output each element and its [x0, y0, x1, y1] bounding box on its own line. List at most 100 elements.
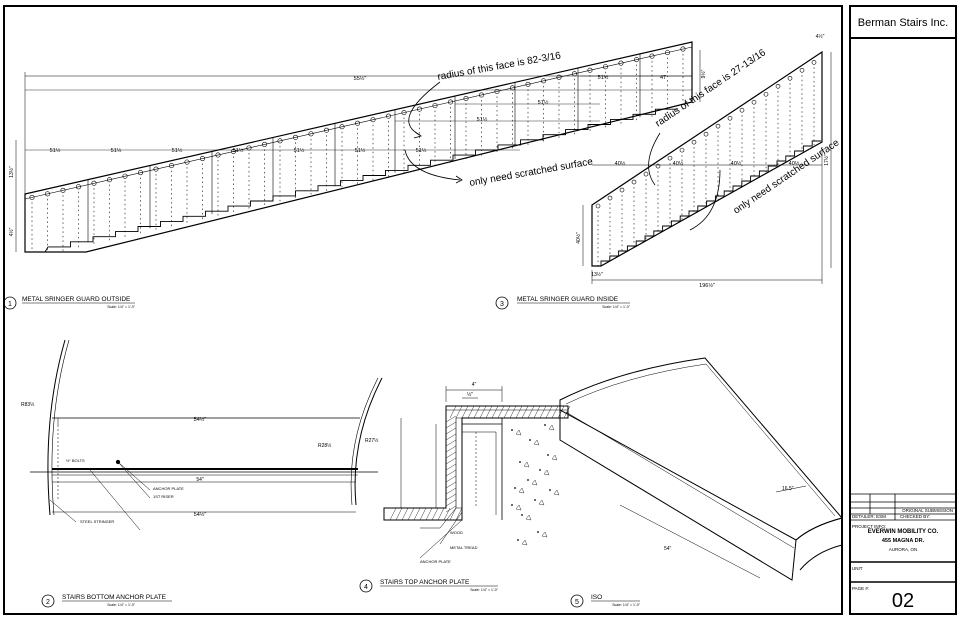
- view-4-top-anchor: [383, 386, 569, 559]
- guard-hole-inside: [751, 99, 757, 105]
- title-block-frame: [849, 5, 957, 615]
- plate-hatch: [395, 507, 403, 521]
- concrete-aggregate: [549, 489, 551, 491]
- concrete-aggregate: [511, 429, 513, 431]
- guard-hole-inside: [787, 75, 793, 81]
- guard-hole-inside: [739, 107, 745, 113]
- guard-hole-inside: [703, 131, 709, 137]
- guard-hole-inside: [763, 91, 769, 97]
- project-city: AURORA, ON: [889, 547, 918, 552]
- guard-hole-outside: [401, 110, 407, 116]
- anchor-top-wood: WOOD: [450, 530, 463, 535]
- wood-hatch: [445, 421, 457, 429]
- guard-hole-outside: [525, 81, 531, 87]
- project-address: 455 MAGNA DR.: [882, 538, 925, 544]
- concrete-aggregate: [553, 489, 560, 496]
- note-radius-outside: radius of this face is 82-3/16: [437, 50, 563, 83]
- concrete-aggregate: [539, 469, 541, 471]
- guard-hole-outside: [277, 138, 283, 144]
- wood-hatch: [445, 481, 457, 489]
- concrete-aggregate: [511, 504, 513, 506]
- anchor-top-w-inner: ½": [467, 391, 473, 398]
- concrete-aggregate: [534, 499, 536, 501]
- concrete-aggregate: [519, 461, 521, 463]
- anchor-top-anchor-plate: ANCHOR PLATE: [420, 559, 451, 564]
- tread-hatch: [503, 405, 511, 419]
- tread-hatch: [527, 405, 535, 419]
- guard-hole-outside: [463, 96, 469, 102]
- dim-inside-d3: 40½: [731, 160, 742, 167]
- view-title-5: 5 ISO Scale: 1/4" = 1'-0": [570, 594, 641, 608]
- dim-outside-row4: 51½: [233, 147, 244, 154]
- concrete-aggregate: [521, 514, 523, 516]
- guard-hole-outside: [447, 99, 453, 105]
- svg-text:4: 4: [364, 584, 368, 591]
- guard-hole-outside: [649, 53, 655, 59]
- tread-hatch: [491, 405, 499, 419]
- guard-hole-outside: [153, 166, 159, 172]
- wood-hatch: [445, 439, 457, 447]
- plate-hatch: [389, 507, 397, 521]
- checked-by: CHECKED BY:: [900, 514, 930, 519]
- dim-outside-right-h: 9½": [700, 69, 707, 78]
- svg-text:Scale: 1/4" = 1'-0": Scale: 1/4" = 1'-0": [470, 588, 499, 592]
- plate-hatch: [431, 507, 439, 521]
- guard-hole-outside: [556, 74, 562, 80]
- dim-outside-left-h2: 4½": [8, 227, 15, 236]
- dim-inside-left-h: 40½": [575, 232, 582, 244]
- tread-hatch: [545, 405, 553, 419]
- dim-outside-row6: 51½: [355, 147, 366, 154]
- view-title-1: 1 METAL SRINGER GUARD OUTSIDE Scale: 1/4…: [3, 296, 136, 310]
- wood-hatch: [445, 487, 457, 495]
- svg-text:2: 2: [46, 599, 50, 606]
- svg-text:1: 1: [8, 301, 12, 308]
- guard-hole-outside: [215, 152, 221, 158]
- dim-inside-d2: 40½: [673, 160, 684, 167]
- concrete-aggregate: [544, 424, 546, 426]
- guard-hole-outside: [292, 134, 298, 140]
- plate-hatch: [437, 507, 445, 521]
- guard-hole-inside: [691, 139, 697, 145]
- wood-hatch: [445, 451, 457, 459]
- guard-hole-outside: [618, 60, 624, 66]
- svg-text:METAL SRINGER GUARD OUTSIDE: METAL SRINGER GUARD OUTSIDE: [22, 296, 131, 303]
- guard-hole-outside: [44, 191, 50, 197]
- page-number: 02: [892, 590, 914, 612]
- tread-hatch: [509, 405, 517, 419]
- plate-hatch: [425, 507, 433, 521]
- guard-hole-outside: [169, 163, 175, 169]
- guard-hole-outside: [385, 113, 391, 119]
- view-1-outside-guard: 55½" 51½ 47 51½ 51½ 51½ 51½ 51½ 51½ 51½ …: [8, 41, 707, 253]
- guard-hole-outside: [633, 57, 639, 63]
- tread-hatch: [563, 405, 571, 419]
- iso-long-dim: 54": [664, 546, 672, 552]
- dim-outside-right-a: 51½: [598, 74, 609, 81]
- stair-profile-inside: [600, 140, 821, 266]
- unit-label: UNIT: [852, 566, 863, 571]
- concrete-aggregate: [543, 469, 550, 476]
- guard-hole-inside: [679, 147, 685, 153]
- dim-outside-row2: 51½: [111, 147, 122, 154]
- view-3-inside-guard: 40½ 40½ 40½ 40½ 40½" 17½" 4½" 196½" 13½"…: [575, 33, 842, 289]
- tread-hatch: [497, 405, 505, 419]
- wood-hatch: [445, 415, 457, 423]
- concrete-aggregate: [521, 539, 528, 546]
- tread-hatch: [455, 405, 463, 419]
- guard-hole-outside: [478, 92, 484, 98]
- svg-text:Scale: 1/4" = 1'-0": Scale: 1/4" = 1'-0": [612, 603, 641, 607]
- tread-hatch: [521, 405, 529, 419]
- wood-hatch: [445, 463, 457, 471]
- guard-hole-outside: [354, 120, 360, 126]
- guard-hole-outside: [339, 124, 345, 130]
- svg-text:METAL SRINGER GUARD INSIDE: METAL SRINGER GUARD INSIDE: [517, 296, 619, 303]
- anchor-top-metal-tread: METAL TREAD: [450, 545, 478, 550]
- plate-hatch: [449, 507, 457, 521]
- wood-hatch: [445, 469, 457, 477]
- iso-small-dim: 16.5": [782, 486, 794, 492]
- dim-outside-row5: 51½: [294, 147, 305, 154]
- plate-hatch: [413, 507, 421, 521]
- dim-inside-right-h: 17½": [823, 154, 830, 166]
- guard-hole-outside: [200, 156, 206, 162]
- stair-profile-outside: [44, 108, 678, 253]
